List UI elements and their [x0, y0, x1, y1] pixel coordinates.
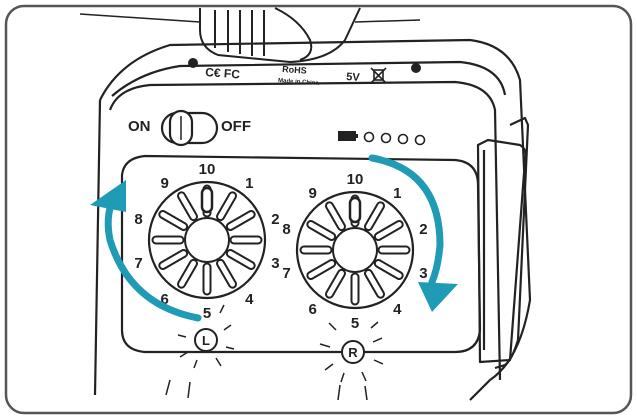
right-dial-ridge-inner	[327, 203, 344, 230]
left-dial-ridge-inner	[179, 193, 196, 220]
left-dial[interactable]: 10 1 2 3 4 5 6 7 8 9	[134, 161, 279, 322]
left-dial-ridge-inner	[227, 212, 254, 229]
right-dial-number: 5	[351, 315, 359, 332]
battery-indicator	[338, 131, 426, 146]
right-rotation-arrow	[368, 154, 444, 286]
left-dial-number: 8	[134, 211, 142, 228]
right-dial-center	[332, 227, 378, 273]
made-in-mark: Made in China	[278, 78, 320, 87]
right-button-label: R	[348, 345, 358, 360]
left-dial-number: 6	[161, 291, 169, 308]
left-dial-number: 3	[271, 255, 279, 272]
right-button-glow	[319, 321, 384, 383]
model-mark: RoHS	[282, 64, 307, 76]
right-dial-ridge-inner	[366, 270, 383, 297]
left-button[interactable]: L	[177, 304, 235, 369]
right-arrowhead	[418, 282, 458, 312]
left-dial-pointer	[200, 186, 214, 214]
right-dial-ridge-inner	[375, 261, 402, 278]
right-dial-ridge-inner	[308, 261, 335, 278]
base-lines	[165, 379, 368, 401]
left-dial-ridge-inner	[218, 260, 235, 287]
power-switch[interactable]: ON OFF	[128, 109, 251, 147]
cable	[79, 7, 421, 64]
left-dial-ridge-inner	[218, 193, 235, 220]
right-dial-number: 1	[393, 185, 401, 202]
right-dial-number: 3	[419, 265, 427, 282]
battery-led	[397, 133, 409, 145]
right-dial-ridge-inner	[327, 270, 344, 297]
image-frame	[4, 4, 633, 415]
left-dial-number: 1	[245, 175, 253, 192]
battery-led	[414, 134, 426, 146]
left-dial-number: 7	[134, 255, 142, 272]
right-dial-ridge-inner	[308, 222, 335, 239]
left-button-glow	[177, 304, 235, 369]
battery-led	[380, 132, 392, 144]
right-button[interactable]: R	[319, 321, 384, 383]
right-dial-pointer	[348, 196, 362, 224]
left-dial-number: 2	[271, 211, 279, 228]
cert-marks: C€ FC	[205, 65, 241, 81]
right-dial-number: 2	[419, 221, 427, 238]
voltage-mark: 5V	[346, 71, 361, 84]
left-dial-number: 10	[199, 161, 216, 178]
right-dial[interactable]: 10 1 2 3 4 5 6 7 8 9	[282, 171, 427, 332]
right-dial-number: 7	[282, 265, 290, 282]
left-dial-ridge-inner	[179, 260, 196, 287]
battery-led	[363, 131, 375, 143]
left-dial-ridge-inner	[227, 251, 254, 268]
left-dial-ridge-inner	[160, 212, 187, 229]
left-button-label: L	[202, 333, 210, 348]
left-dial-number: 9	[161, 175, 169, 192]
device-body	[93, 38, 532, 401]
crossed-bin-icon	[370, 67, 387, 84]
right-dial-number: 9	[309, 185, 317, 202]
left-dial-number: 5	[203, 305, 211, 322]
left-dial-number: 4	[245, 291, 254, 308]
right-dial-number: 6	[309, 301, 317, 318]
right-dial-ridge-inner	[366, 203, 383, 230]
left-arrowhead	[90, 180, 126, 212]
left-dial-ridge-inner	[160, 251, 187, 268]
switch-off-label: OFF	[221, 118, 251, 135]
right-dial-number: 4	[393, 301, 402, 318]
left-dial-center	[184, 217, 230, 263]
right-dial-ridge-inner	[375, 222, 402, 239]
right-dial-number: 10	[347, 171, 364, 188]
switch-on-label: ON	[128, 118, 151, 135]
top-markings: C€ FC RoHS Made in China 5V	[188, 58, 421, 87]
battery-icon	[338, 131, 358, 141]
right-dial-number: 8	[282, 221, 290, 238]
